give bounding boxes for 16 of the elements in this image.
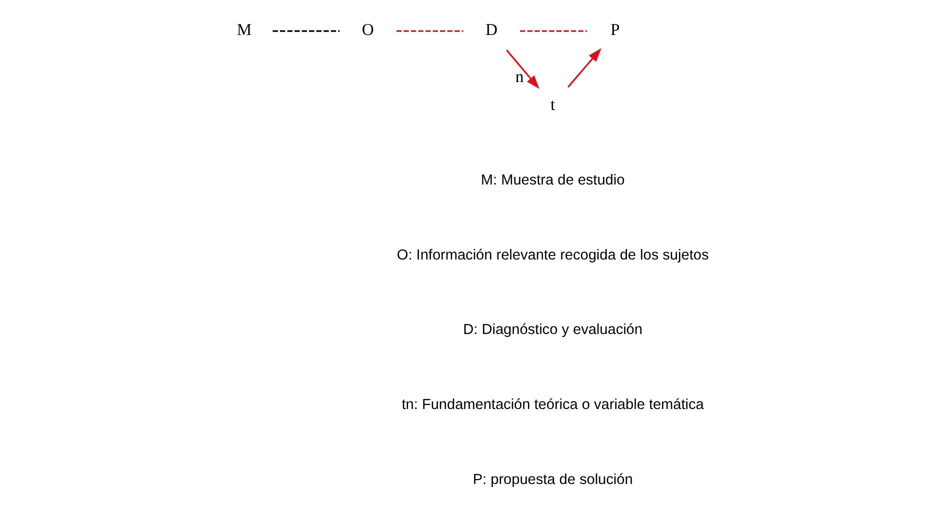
label: tn: Fundamentación teórica o variable temática [402, 396, 704, 413]
node-text: D [486, 20, 498, 40]
label: M: Muestra de estudio [480, 172, 625, 189]
node-text: t [550, 94, 556, 114]
connector [520, 30, 587, 32]
arrow [567, 48, 602, 88]
connector [272, 30, 340, 32]
label: P: propuesta de solución [472, 472, 633, 488]
node-text: O [362, 20, 374, 40]
node-text: P [610, 20, 620, 40]
label: O: Información relevante recogida de los sujetos [396, 247, 709, 264]
node-label: n [515, 66, 524, 86]
arrow [506, 50, 540, 89]
connector [396, 30, 464, 32]
label: D: Diagnóstico y evaluación [463, 322, 642, 338]
node-text: M [236, 20, 252, 40]
